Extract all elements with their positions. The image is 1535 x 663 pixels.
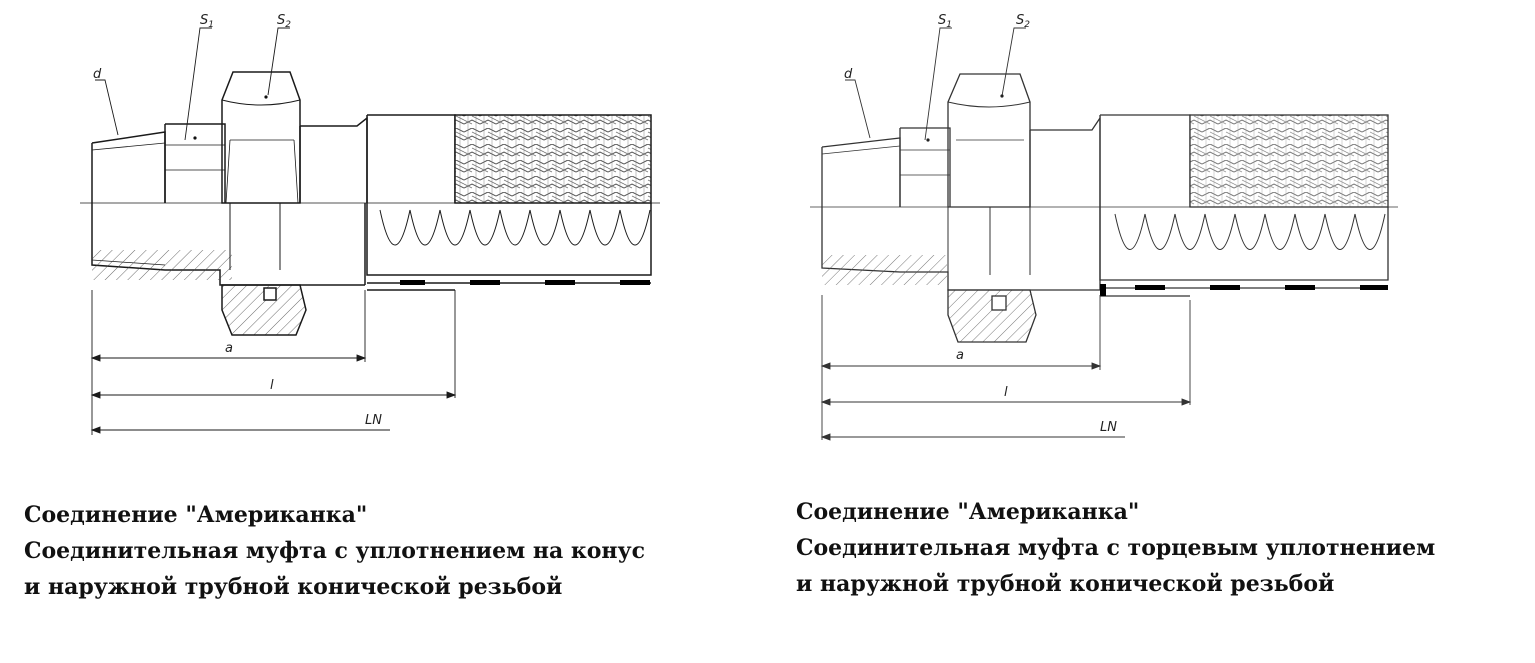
diagram-panel-face-seal: d S1 S2 a l LN Соединение "Американка" С…: [770, 0, 1535, 663]
caption-face-seal: Соединение "Американка" Соединительная м…: [796, 494, 1435, 602]
fitting-outline: [80, 71, 660, 336]
label-s1: S1: [200, 13, 214, 30]
caption-line: Соединение "Американка": [796, 499, 1140, 525]
caption-line: Соединительная муфта с уплотнением на ко…: [24, 538, 646, 564]
caption-line: и наружной трубной конической резьбой: [796, 571, 1335, 597]
label-l: l: [1004, 385, 1008, 400]
caption-line: Соединительная муфта с торцевым уплотнен…: [796, 535, 1436, 561]
caption-cone-seal: Соединение "Американка" Соединительная м…: [24, 497, 645, 605]
caption-line: Соединение "Американка": [24, 502, 368, 528]
label-s1: S1: [938, 13, 952, 30]
hose-braid-section: [1100, 284, 1388, 296]
hose-braid-section: [400, 280, 650, 285]
leader-lines: [845, 27, 1026, 141]
caption-line: и наружной трубной конической резьбой: [24, 574, 563, 600]
dimension-lines: [820, 295, 1192, 441]
diagram-panel-cone-seal: d S1 S2 a l LN Соединение "Американка" С…: [0, 0, 760, 663]
fitting-outline: [810, 73, 1398, 343]
label-s2: S2: [277, 13, 291, 30]
label-d: d: [844, 67, 853, 82]
label-a: a: [225, 341, 233, 356]
label-l: l: [270, 378, 274, 393]
label-s2: S2: [1016, 13, 1030, 30]
face-seal-fitting-drawing: d S1 S2 a l LN: [810, 13, 1398, 441]
label-ln: LN: [1100, 420, 1117, 435]
label-a: a: [956, 348, 964, 363]
label-d: d: [93, 67, 102, 82]
cone-seal-fitting-drawing: d S1 S2 a l LN: [80, 13, 660, 435]
leader-lines: [95, 27, 290, 141]
dimension-lines: [90, 290, 457, 435]
label-ln: LN: [365, 413, 382, 428]
